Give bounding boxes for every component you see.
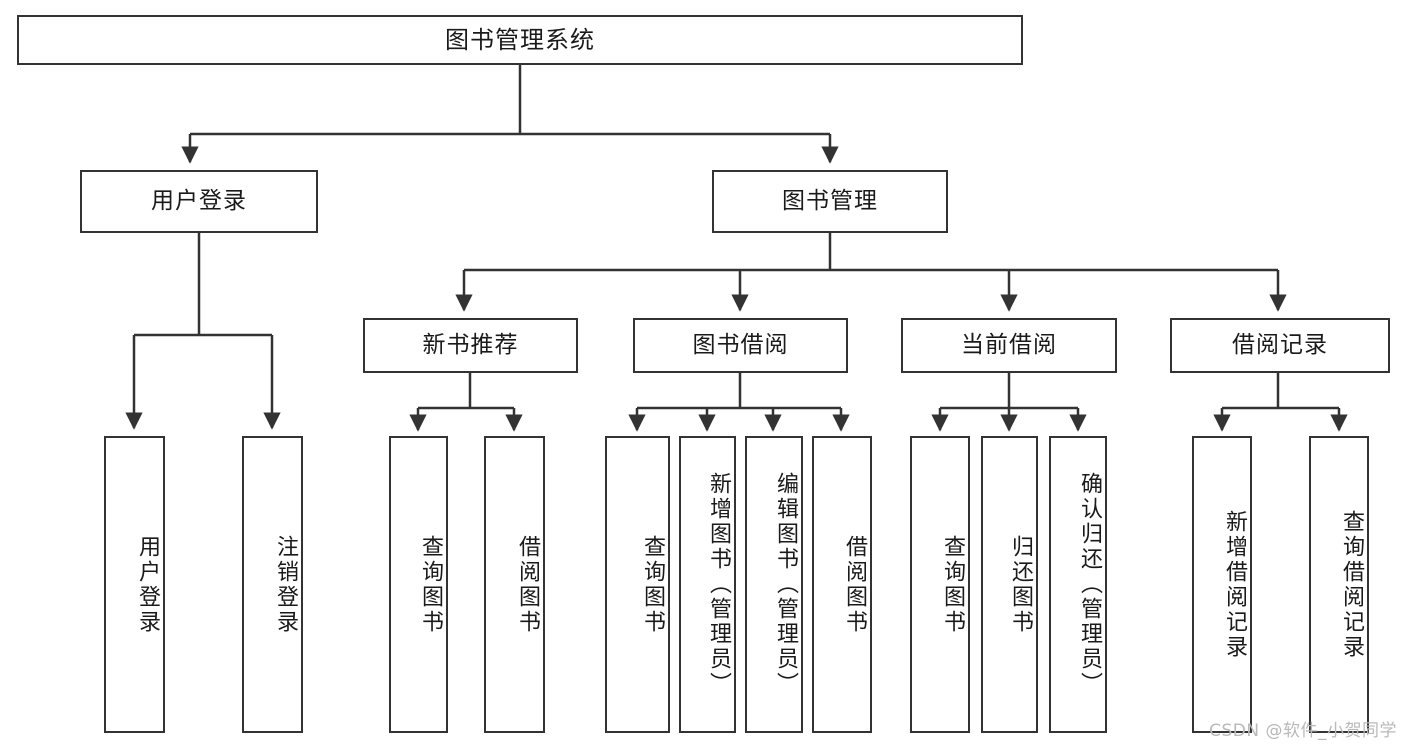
node-label: 图书借阅 — [692, 331, 789, 358]
node-label: 借阅图书 — [842, 534, 867, 635]
leaf-return-book[interactable]: 归还图书 — [981, 436, 1038, 733]
node-borrow-records[interactable]: 借阅记录 — [1170, 318, 1390, 373]
node-label: 当前借阅 — [961, 331, 1057, 358]
csdn-watermark: CSDN @软件_小贺同学 — [1209, 721, 1397, 741]
leaf-user-login[interactable]: 用户登录 — [104, 436, 165, 733]
leaf-new-book-borrow[interactable]: 借阅图书 — [484, 436, 545, 733]
node-label: 查询图书 — [640, 534, 665, 635]
node-new-book-recommend[interactable]: 新书推荐 — [363, 318, 578, 373]
node-label: 新增图书（管理员） — [706, 472, 731, 697]
leaf-confirm-return-admin[interactable]: 确认归还（管理员） — [1049, 436, 1107, 733]
node-label: 新增借阅记录 — [1222, 509, 1247, 660]
leaf-edit-book-admin[interactable]: 编辑图书（管理员） — [745, 436, 803, 733]
node-current-borrow[interactable]: 当前借阅 — [901, 318, 1117, 373]
leaf-new-book-query[interactable]: 查询图书 — [389, 436, 448, 733]
node-user-login[interactable]: 用户登录 — [80, 170, 318, 233]
leaf-borrow-query-book[interactable]: 查询图书 — [605, 436, 670, 733]
node-label: 新书推荐 — [422, 331, 519, 358]
leaf-add-book-admin[interactable]: 新增图书（管理员） — [679, 436, 736, 733]
leaf-query-borrow-record[interactable]: 查询借阅记录 — [1309, 436, 1369, 733]
leaf-add-borrow-record[interactable]: 新增借阅记录 — [1192, 436, 1252, 733]
node-book-borrow[interactable]: 图书借阅 — [633, 318, 848, 373]
node-label: 注销登录 — [273, 534, 298, 635]
node-label: 借阅记录 — [1232, 331, 1328, 358]
leaf-borrow-book[interactable]: 借阅图书 — [812, 436, 872, 733]
node-book-management[interactable]: 图书管理 — [712, 170, 948, 233]
leaf-logout[interactable]: 注销登录 — [242, 436, 303, 733]
node-label: 查询图书 — [418, 534, 443, 635]
node-label: 查询借阅记录 — [1339, 509, 1364, 660]
node-label: 查询图书 — [940, 534, 965, 635]
node-label: 用户登录 — [135, 534, 160, 635]
node-label: 编辑图书（管理员） — [773, 472, 798, 697]
node-label: 图书管理系统 — [445, 25, 595, 54]
node-label: 借阅图书 — [515, 534, 540, 635]
leaf-current-query-book[interactable]: 查询图书 — [910, 436, 970, 733]
node-label: 归还图书 — [1008, 534, 1033, 635]
node-root-system[interactable]: 图书管理系统 — [17, 15, 1023, 65]
node-label: 用户登录 — [151, 187, 247, 214]
node-label: 确认归还（管理员） — [1077, 472, 1102, 697]
node-label: 图书管理 — [782, 187, 878, 214]
